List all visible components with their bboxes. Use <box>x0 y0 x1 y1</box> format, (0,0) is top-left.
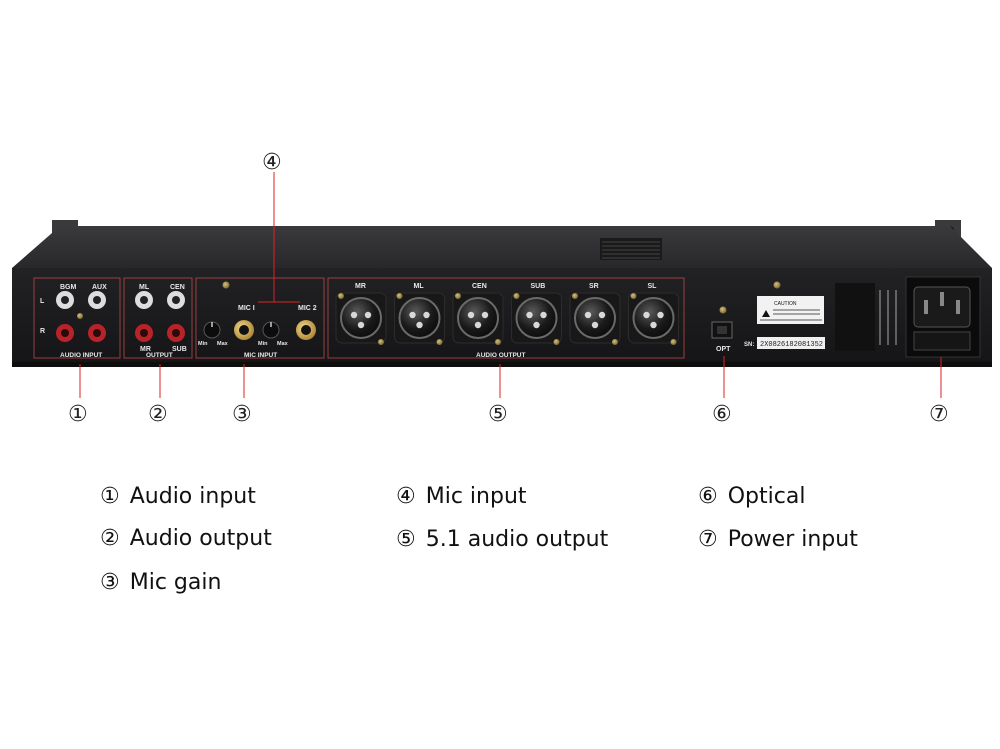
svg-text:BGM: BGM <box>60 284 77 291</box>
svg-text:AUX: AUX <box>92 284 107 291</box>
xlr-label: MR <box>355 283 366 290</box>
legend-label: 5.1 audio output <box>425 527 609 552</box>
svg-text:AUDIO OUTPUT: AUDIO OUTPUT <box>476 352 526 359</box>
mic-input-section: MIC I MIC 2 Min Max Min Max MIC INPUT <box>198 281 317 359</box>
legend-item-1: ① Audio input <box>100 484 256 509</box>
xlr-label: ML <box>414 283 425 290</box>
svg-text:Max: Max <box>217 341 229 347</box>
xlr-label: SL <box>648 283 658 290</box>
legend-label: Power input <box>727 527 858 552</box>
xlr-label: SR <box>589 283 599 290</box>
legend-item-6: ⑥ Optical <box>698 484 805 509</box>
legend-num: ⑤ <box>396 527 416 552</box>
power-section <box>835 276 981 358</box>
svg-text:Max: Max <box>277 341 289 347</box>
rca-jack-bgm-r[interactable] <box>56 324 74 342</box>
xlr-output-ml[interactable]: ML <box>394 283 445 345</box>
svg-text:CEN: CEN <box>170 284 185 291</box>
callout-6: ⑥ <box>712 402 732 427</box>
callout-3: ③ <box>232 402 252 427</box>
rca-jack-aux-r[interactable] <box>88 324 106 342</box>
svg-text:ML: ML <box>139 284 150 291</box>
xlr-output-section: AUDIO OUTPUT MR ML CEN SUB SR SL <box>335 283 679 359</box>
svg-text:CAUTION: CAUTION <box>774 301 797 307</box>
rca-jack-bgm-l[interactable] <box>56 291 74 309</box>
xlr-output-mr[interactable]: MR <box>335 283 387 345</box>
svg-text:OPT: OPT <box>716 346 731 353</box>
svg-text:AUDIO INPUT: AUDIO INPUT <box>60 352 102 359</box>
audio-input-section: BGM AUX L R AUDIO INPUT <box>40 284 107 359</box>
xlr-label: SUB <box>531 283 546 290</box>
callout-1: ① <box>68 402 88 427</box>
svg-text:SUB: SUB <box>172 346 187 353</box>
legend-num: ④ <box>396 484 416 509</box>
vent-grille <box>600 238 662 260</box>
xlr-output-sl[interactable]: SL <box>628 283 679 345</box>
rca-jack-sub[interactable] <box>167 324 185 342</box>
legend-label: Mic gain <box>129 570 222 595</box>
audio-output-rca-section: ML CEN MR SUB OUTPUT <box>135 284 187 359</box>
rca-jack-ml[interactable] <box>135 291 153 309</box>
rca-jack-cen[interactable] <box>167 291 185 309</box>
svg-text:MR: MR <box>140 346 151 353</box>
rca-jack-mr[interactable] <box>135 324 153 342</box>
svg-text:Min: Min <box>258 341 268 347</box>
legend-num: ① <box>100 484 120 509</box>
mic2-gain-knob[interactable] <box>262 321 280 339</box>
legend-num: ⑦ <box>698 527 718 552</box>
mic1-jack[interactable] <box>234 320 254 340</box>
mic1-gain-knob[interactable] <box>203 321 221 339</box>
chassis-top <box>12 226 992 268</box>
svg-text:MIC 2: MIC 2 <box>298 305 317 312</box>
callout-2: ② <box>148 402 168 427</box>
xlr-output-sub[interactable]: SUB <box>511 283 562 345</box>
callout-numbers: ④ ① ② ③ ⑤ ⑥ ⑦ <box>68 150 949 427</box>
legend-label: Mic input <box>425 484 527 509</box>
legend-item-7: ⑦ Power input <box>698 527 858 552</box>
xlr-output-sr[interactable]: SR <box>569 283 621 345</box>
svg-text:SN:: SN: <box>744 342 754 348</box>
svg-text:MIC INPUT: MIC INPUT <box>244 352 277 359</box>
callout-5: ⑤ <box>488 402 508 427</box>
svg-text:OUTPUT: OUTPUT <box>146 352 173 359</box>
callout-7: ⑦ <box>929 402 949 427</box>
mic2-jack[interactable] <box>296 320 316 340</box>
optical-section: OPT <box>711 306 733 353</box>
iec-power-inlet[interactable] <box>905 276 981 358</box>
legend-item-2: ② Audio output <box>100 526 272 551</box>
xlr-output-cen[interactable]: CEN <box>452 283 504 345</box>
svg-text:MIC I: MIC I <box>238 305 255 312</box>
svg-text:L: L <box>40 298 45 305</box>
legend-num: ② <box>100 526 120 551</box>
svg-text:Min: Min <box>198 341 208 347</box>
callout-lines <box>79 172 942 398</box>
svg-text:2X0826182081352: 2X0826182081352 <box>760 341 823 349</box>
xlr-label: CEN <box>472 283 487 290</box>
caution-label: CAUTION <box>757 281 824 324</box>
legend-num: ⑥ <box>698 484 718 509</box>
legend-label: Optical <box>727 484 806 509</box>
serial-number: SN: 2X0826182081352 <box>744 337 825 349</box>
svg-text:R: R <box>40 328 45 335</box>
optical-port[interactable] <box>711 321 733 339</box>
legend-label: Audio output <box>129 526 272 551</box>
rca-jack-aux-l[interactable] <box>88 291 106 309</box>
legend-item-4: ④ Mic input <box>396 484 527 509</box>
legend-num: ③ <box>100 570 120 595</box>
legend-item-3: ③ Mic gain <box>100 570 221 595</box>
legend-label: Audio input <box>129 484 256 509</box>
callout-4: ④ <box>262 150 282 175</box>
legend-item-5: ⑤ 5.1 audio output <box>396 527 608 552</box>
